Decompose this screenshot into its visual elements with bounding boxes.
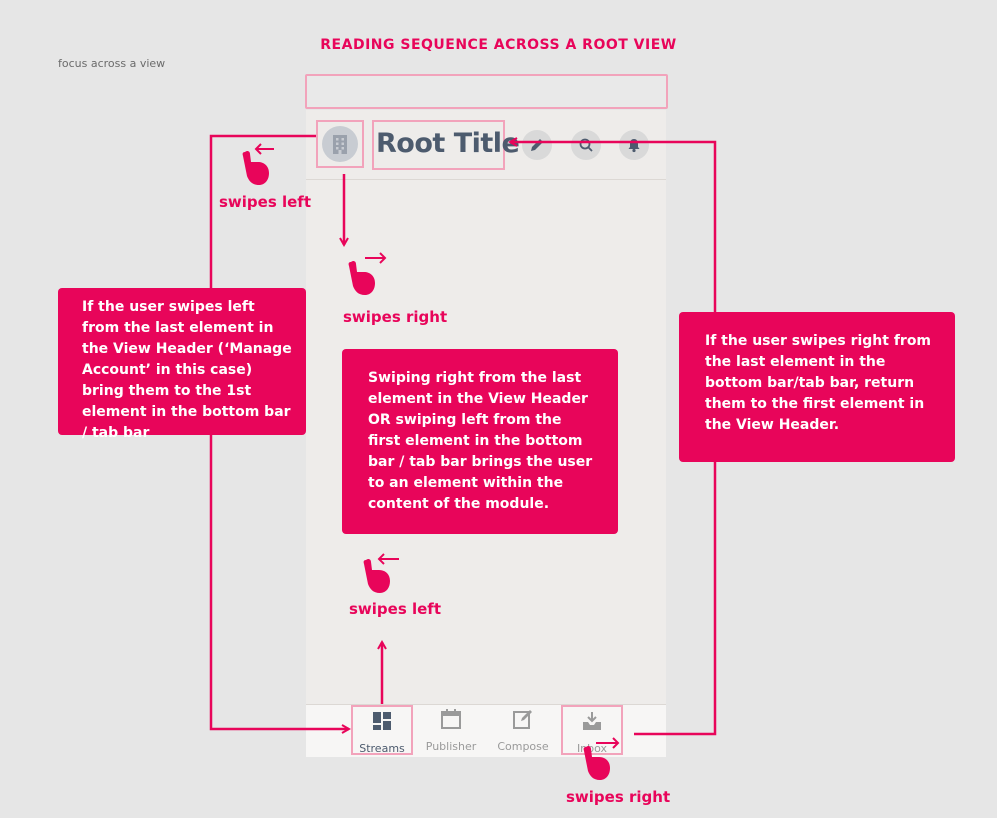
search-icon <box>579 138 593 152</box>
inbox-icon <box>583 712 601 730</box>
callout-center: Swiping right from the last element in t… <box>342 349 618 534</box>
gesture-label-content-left: swipes left <box>349 600 441 618</box>
calendar-icon <box>441 709 461 729</box>
bottom-tab-bar <box>306 704 666 757</box>
gesture-label-content-right: swipes right <box>343 308 448 326</box>
swipe-right-gesture-bottom <box>583 737 620 780</box>
swipe-left-gesture-content <box>363 553 399 593</box>
hand-pointer-icon <box>583 745 610 780</box>
notifications-button[interactable] <box>619 130 649 160</box>
diagram-heading: READING SEQUENCE ACROSS A ROOT VIEW <box>320 37 677 53</box>
account-avatar[interactable] <box>322 126 358 162</box>
title-focus-frame <box>372 120 505 170</box>
hand-pointer-icon <box>348 260 375 295</box>
page-title: Root Title <box>376 128 520 159</box>
swipe-right-gesture-content <box>348 252 387 295</box>
building-icon <box>333 135 347 154</box>
tab-publisher[interactable]: Publisher <box>420 705 482 753</box>
caption: focus across a view <box>58 57 166 70</box>
hand-pointer-icon <box>363 558 390 593</box>
compose-icon <box>513 710 532 729</box>
tab-label: Publisher <box>425 740 477 753</box>
tab-streams[interactable]: Streams <box>351 705 413 755</box>
tab-label: Compose <box>497 740 549 753</box>
callout-right: If the user swipes right from the last e… <box>679 312 955 462</box>
callout-left: If the user swipes left from the last el… <box>58 288 306 441</box>
streams-icon <box>373 712 391 730</box>
status-bar-frame <box>305 74 668 109</box>
gesture-label-bottom-right: swipes right <box>566 788 671 806</box>
avatar-focus-frame <box>316 120 364 168</box>
swipe-left-gesture-top <box>242 143 274 185</box>
search-button[interactable] <box>571 130 601 160</box>
tab-label: Streams <box>359 742 405 755</box>
tab-compose[interactable]: Compose <box>492 705 554 753</box>
gesture-label-top-left: swipes left <box>219 193 311 211</box>
hand-pointer-icon <box>242 150 269 185</box>
